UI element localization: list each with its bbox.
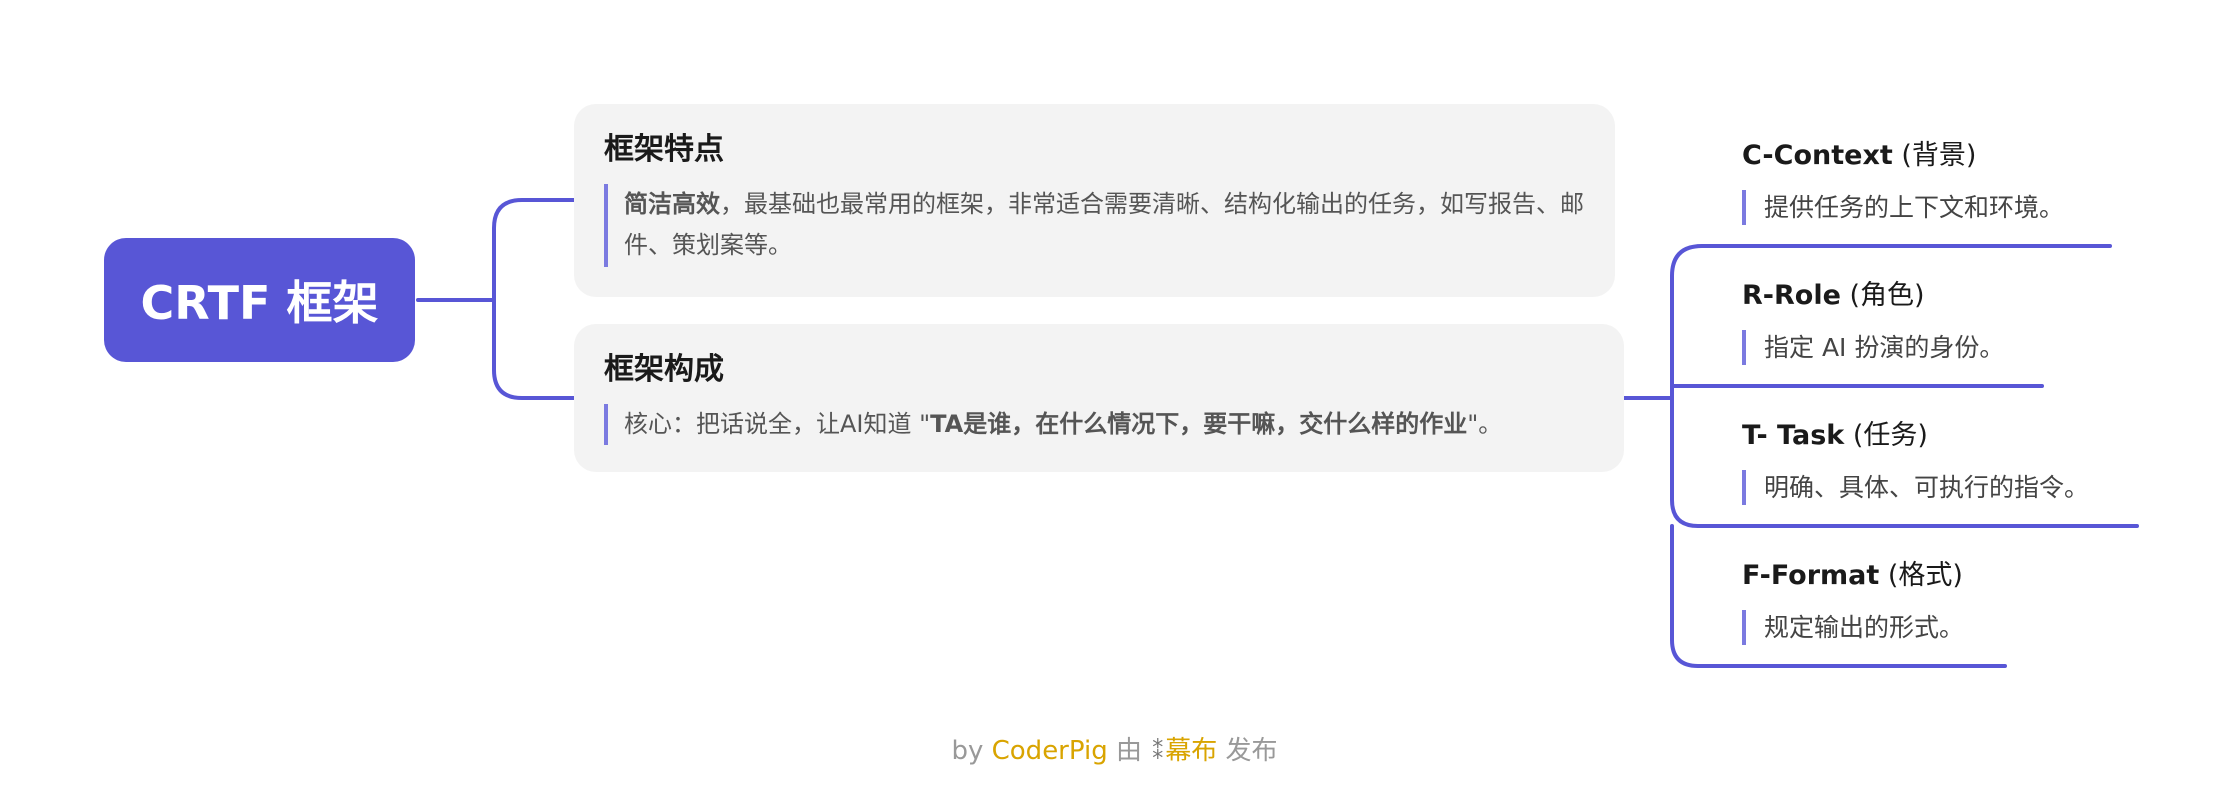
branch-task-key: T- Task [1742, 420, 1845, 451]
footer-brand-link[interactable]: 幕布 [1165, 736, 1218, 766]
card-features-title: 框架特点 [604, 132, 724, 167]
footer-by: by [951, 736, 992, 766]
branch-format[interactable]: F-Format (格式) 规定输出的形式。 [1742, 560, 2162, 646]
footer-mid: 由 [1107, 736, 1151, 766]
root-bracket-bottom [492, 298, 576, 400]
card-features-body: 简洁高效，最基础也最常用的框架，非常适合需要清晰、结构化输出的任务，如写报告、邮… [604, 184, 1585, 267]
root-label: CRTF 框架 [140, 276, 379, 330]
footer-author-link[interactable]: CoderPig [991, 736, 1108, 766]
branch-format-title: F-Format (格式) [1742, 560, 2162, 592]
card-composition-body-prefix: 核心：把话说全，让AI知道 " [624, 410, 931, 438]
branch-role-desc: 指定 AI 扮演的身份。 [1742, 330, 2162, 366]
root-bracket-top [492, 198, 576, 302]
branch-context-key: C-Context [1742, 140, 1893, 171]
branch-context-label: (背景) [1892, 140, 1977, 171]
branch-task-desc: 明确、具体、可执行的指令。 [1742, 470, 2162, 506]
branch-format-key: F-Format [1742, 560, 1880, 591]
branch-format-desc: 规定输出的形式。 [1742, 610, 2162, 646]
branch-task-label: (任务) [1844, 420, 1928, 451]
mubu-logo-icon: ⁑ [1152, 740, 1164, 765]
card-features[interactable]: 框架特点 简洁高效，最基础也最常用的框架，非常适合需要清晰、结构化输出的任务，如… [574, 104, 1615, 297]
branch-role-key: R-Role [1742, 280, 1841, 311]
branch-format-label: (格式) [1879, 560, 1963, 591]
branch-role[interactable]: R-Role (角色) 指定 AI 扮演的身份。 [1742, 280, 2162, 366]
branch-role-title: R-Role (角色) [1742, 280, 2162, 312]
card-features-body-bold: 简洁高效 [624, 190, 720, 218]
card-features-body-text: ，最基础也最常用的框架，非常适合需要清晰、结构化输出的任务，如写报告、邮件、策划… [624, 190, 1584, 260]
card-composition[interactable]: 框架构成 核心：把话说全，让AI知道 "TA是谁，在什么情况下，要干嘛，交什么样… [574, 324, 1624, 472]
branch-context[interactable]: C-Context (背景) 提供任务的上下文和环境。 [1742, 140, 2162, 226]
branch-context-title: C-Context (背景) [1742, 140, 2162, 172]
branch-bracket-task [1670, 396, 2139, 528]
branch-task-title: T- Task (任务) [1742, 420, 2162, 452]
root-node[interactable]: CRTF 框架 [104, 238, 415, 362]
branch-task[interactable]: T- Task (任务) 明确、具体、可执行的指令。 [1742, 420, 2162, 506]
footer-suffix: 发布 [1217, 736, 1278, 766]
card-composition-body-suffix: "。 [1467, 410, 1503, 438]
card-composition-title: 框架构成 [604, 352, 724, 387]
branch-context-desc: 提供任务的上下文和环境。 [1742, 190, 2162, 226]
footer-credit: by CoderPig 由 ⁑幕布 发布 [0, 730, 2229, 767]
card-composition-body: 核心：把话说全，让AI知道 "TA是谁，在什么情况下，要干嘛，交什么样的作业"。 [604, 404, 1594, 446]
card-composition-body-bold: TA是谁，在什么情况下，要干嘛，交什么样的作业 [930, 410, 1468, 438]
branch-bracket-top [1670, 244, 2112, 400]
branch-bracket-bottom [1670, 524, 2007, 668]
branch-role-label: (角色) [1840, 280, 1925, 311]
